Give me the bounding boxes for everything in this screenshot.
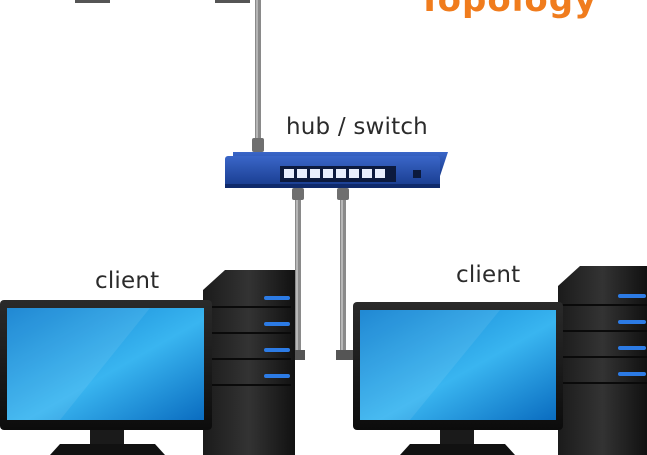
switch-ports bbox=[284, 169, 385, 178]
client-right-label: client bbox=[456, 262, 521, 288]
switch-power-port bbox=[413, 170, 421, 178]
left-tower-leds bbox=[264, 296, 290, 378]
left-monitor bbox=[0, 300, 212, 455]
right-client-cable bbox=[336, 188, 356, 360]
right-monitor bbox=[353, 302, 563, 455]
uplink-cable bbox=[252, 0, 264, 152]
diagram-title: Topology bbox=[418, 0, 598, 20]
switch-device bbox=[225, 152, 448, 188]
switch-port bbox=[349, 169, 359, 178]
client-left-label: client bbox=[95, 268, 160, 294]
left-client-computer bbox=[0, 270, 295, 455]
switch-port bbox=[362, 169, 372, 178]
switch-port bbox=[375, 169, 385, 178]
switch-port bbox=[284, 169, 294, 178]
switch-label: hub / switch bbox=[286, 114, 428, 140]
switch-port bbox=[336, 169, 346, 178]
switch-port bbox=[310, 169, 320, 178]
left-tower bbox=[203, 270, 295, 455]
left-monitor-screen bbox=[7, 308, 204, 420]
right-tower bbox=[558, 266, 647, 455]
right-monitor-screen bbox=[360, 310, 556, 420]
switch-port bbox=[297, 169, 307, 178]
upstream-device bbox=[75, 0, 250, 3]
right-client-computer bbox=[353, 266, 647, 455]
right-tower-leds bbox=[618, 294, 646, 376]
switch-port bbox=[323, 169, 333, 178]
